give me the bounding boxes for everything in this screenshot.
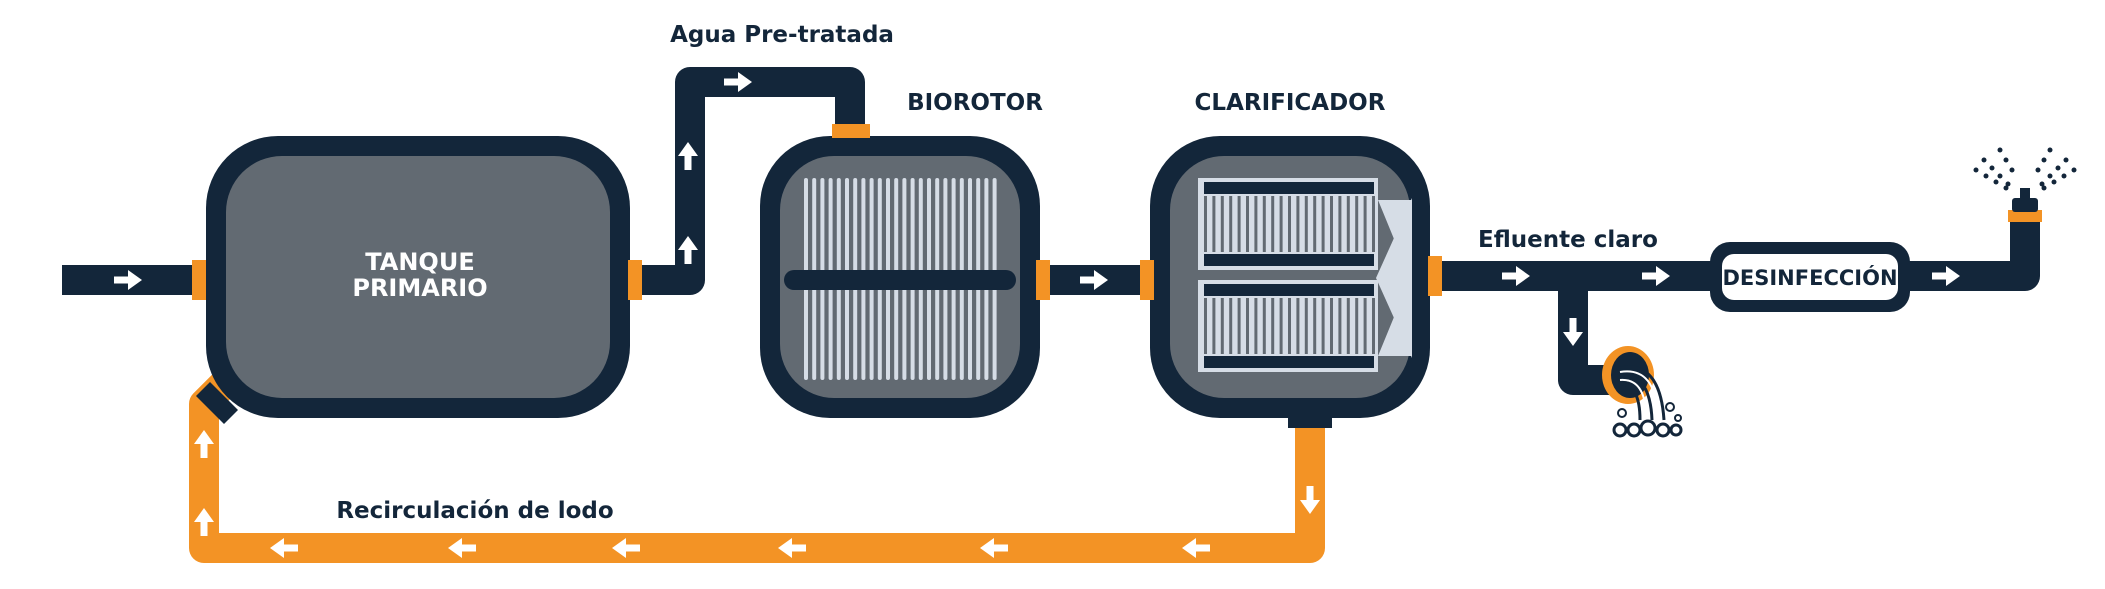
clarifier-plate-slot <box>1271 196 1275 252</box>
clarifier-plate-slot <box>1237 298 1241 354</box>
clarifier-plate-slot <box>1304 196 1308 252</box>
clarifier-plate-bar <box>1204 284 1374 296</box>
clarifier-plate-slot <box>1321 196 1325 252</box>
clarifier-plates <box>1198 178 1378 372</box>
pretreated-water-label: Agua Pre-tratada <box>670 22 894 48</box>
clarifier-plate-slot <box>1262 196 1266 252</box>
clarifier-plate-bar <box>1204 254 1374 266</box>
clarifier-plate-slot <box>1212 298 1216 354</box>
clarifier-plate-slot <box>1355 298 1359 354</box>
disinfection-label: DESINFECCIÓN <box>1722 265 1897 290</box>
clarifier-plate-slot <box>1288 298 1291 354</box>
clarifier-plate-slot <box>1330 298 1333 354</box>
clarifier-plate-slot <box>1229 298 1233 354</box>
clarifier-plate-slot <box>1254 196 1258 252</box>
disinfection-box: DESINFECCIÓN <box>1710 242 1910 312</box>
clarifier-plate-slot <box>1372 298 1375 354</box>
clarifier-plate-slot <box>1271 298 1275 354</box>
pretreated-water-pipe <box>628 67 865 295</box>
clarifier-plate-slot <box>1321 298 1325 354</box>
clarifier-plate-bar <box>1204 356 1374 368</box>
clarifier-plate-slot <box>1237 196 1241 252</box>
recirculation-inlet-port <box>196 382 238 424</box>
disinfection-to-sprinkler-pipe <box>1905 210 2040 291</box>
discharge-outlet-icon <box>1602 346 1683 438</box>
clarifier-plate-slot <box>1363 196 1367 252</box>
clarifier-plate-slot <box>1338 196 1342 252</box>
clarifier-plate-slot <box>1330 196 1333 252</box>
clarifier-plate-slot <box>1372 196 1375 252</box>
clarifier-plate-slot <box>1296 196 1300 252</box>
clarifier-plate-slot <box>1346 196 1350 252</box>
clarifier-label: CLARIFICADOR <box>1195 90 1386 116</box>
biorotor-tank <box>760 136 1040 418</box>
clarifier-plate-slot <box>1296 298 1300 354</box>
clarifier-plate-slot <box>1220 298 1224 354</box>
clarifier-plate-slot <box>1279 196 1283 252</box>
clarifier-plate-slot <box>1313 298 1317 354</box>
primary-tank: TANQUE PRIMARIO <box>206 136 630 418</box>
clarifier-plate-slot <box>1355 196 1359 252</box>
clarifier-plate-slot <box>1204 298 1207 354</box>
primary-tank-label-line2: PRIMARIO <box>352 274 487 302</box>
clarifier-plate-slot <box>1363 298 1367 354</box>
clarifier-plate-slot <box>1288 196 1291 252</box>
orange-connectors <box>192 124 1442 300</box>
clarifier-plate-slot <box>1279 298 1283 354</box>
clarifier-plate-slot <box>1204 196 1207 252</box>
clarifier-plate-bar <box>1204 182 1374 194</box>
clear-effluent-label: Efluente claro <box>1478 227 1658 253</box>
clarifier-plate-slot <box>1304 298 1308 354</box>
primary-tank-label-line1: TANQUE <box>365 248 474 276</box>
clarifier-plate-slot <box>1246 196 1249 252</box>
clarifier-plate-slot <box>1313 196 1317 252</box>
clarifier-plate-slot <box>1246 298 1249 354</box>
clarifier-plate-slot <box>1346 298 1350 354</box>
clarifier-plate-slot <box>1212 196 1216 252</box>
biorotor-label: BIOROTOR <box>907 90 1043 116</box>
clarifier-plate-slot <box>1229 196 1233 252</box>
biorotor-shaft <box>784 270 1016 290</box>
clarifier-plate-slot <box>1254 298 1258 354</box>
sludge-recirculation-label: Recirculación de lodo <box>336 498 613 524</box>
effluent-to-outlet-pipe <box>1558 276 1610 395</box>
clarifier-plate-slot <box>1338 298 1342 354</box>
clarifier-plate-slot <box>1220 196 1224 252</box>
clarifier-tank <box>1150 136 1430 418</box>
sprinkler-icon <box>1973 147 2077 222</box>
clarifier-plate-slot <box>1262 298 1266 354</box>
